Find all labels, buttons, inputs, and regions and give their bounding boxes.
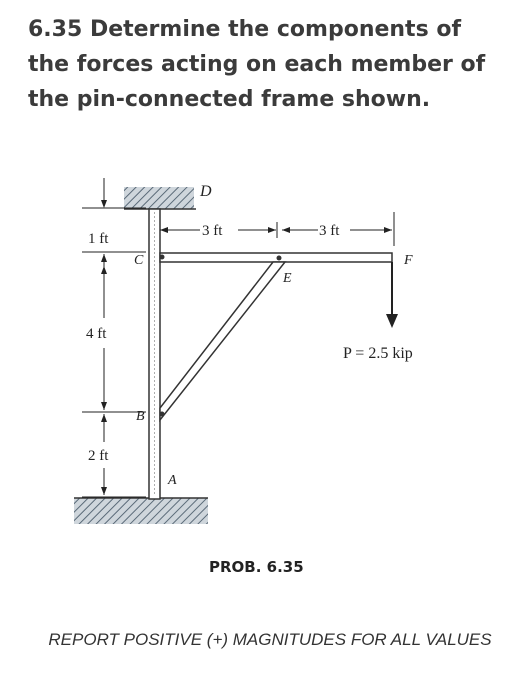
load-arrow-head (386, 314, 398, 328)
label-c: C (134, 253, 144, 268)
pin-e (276, 255, 282, 261)
horizontal-member (159, 252, 393, 263)
dim-v-mid: 4 ft (86, 326, 107, 342)
pin-c (159, 254, 165, 260)
label-e: E (282, 271, 292, 286)
pin-b (159, 411, 165, 417)
figure-caption: PROB. 6.35 (209, 558, 304, 576)
label-a: A (167, 473, 177, 488)
dim-top-right: 3 ft (319, 223, 340, 239)
dim-v-top: 1 ft (88, 231, 109, 247)
label-d: D (199, 183, 212, 200)
frame-figure: D C B A E F 3 ft 3 ft 1 ft 4 ft 2 ft P =… (74, 178, 413, 576)
dim-top-left: 3 ft (202, 223, 223, 239)
top-support-hatch (124, 187, 194, 209)
label-f: F (403, 253, 413, 268)
diagonal-member (159, 261, 287, 423)
problem-statement: 6.35 Determine the components of the for… (28, 17, 486, 112)
load-label: P = 2.5 kip (343, 345, 413, 362)
dim-v-bot: 2 ft (88, 448, 109, 464)
report-note: REPORT POSITIVE (+) MAGNITUDES FOR ALL V… (48, 630, 492, 649)
label-b: B (136, 409, 145, 424)
ground-support-hatch (74, 498, 208, 524)
